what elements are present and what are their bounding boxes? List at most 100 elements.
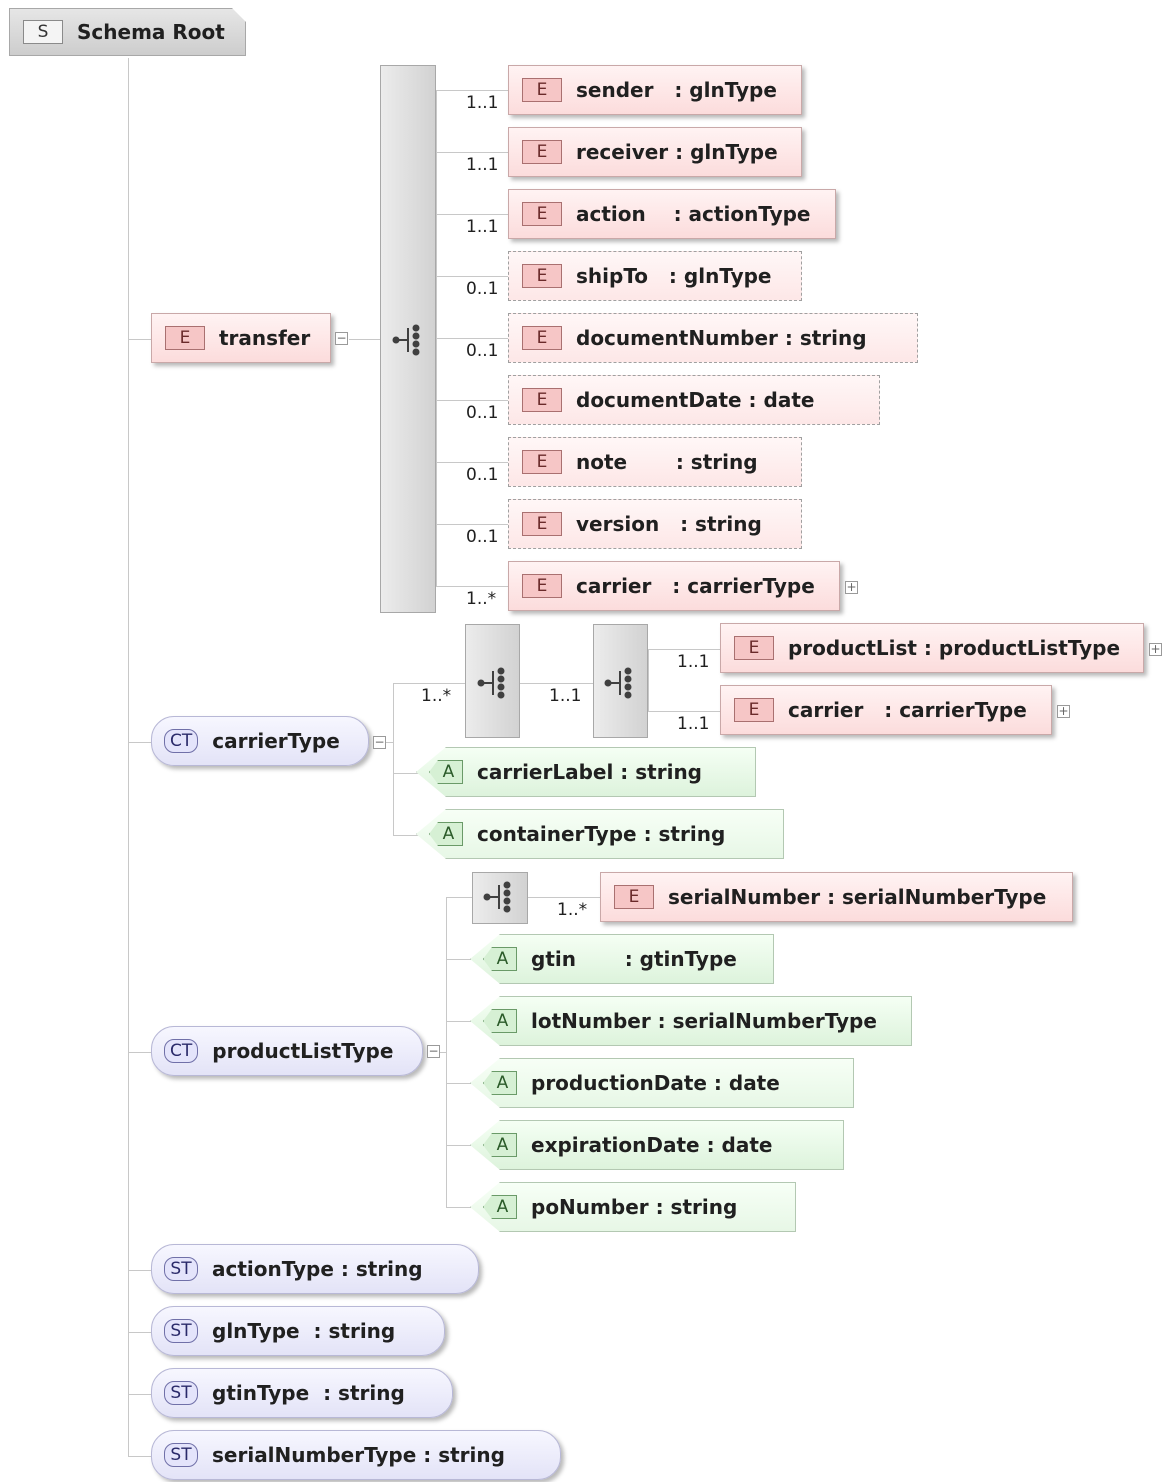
attribute-badge: A (483, 1195, 517, 1219)
connector-st-2 (128, 1332, 152, 1333)
sequence-icon (477, 667, 505, 699)
element-badge: E (734, 636, 774, 660)
simple-type-badge: ST (164, 1381, 198, 1405)
connector-ponumber (446, 1207, 472, 1208)
cardinality-label: 0..1 (466, 403, 499, 423)
cardinality-label: 1..1 (466, 155, 499, 175)
element-badge: E (522, 326, 562, 350)
connector-shipto (436, 276, 508, 277)
schema-root-label: Schema Root (77, 20, 225, 44)
connector-carriertype (128, 742, 152, 743)
carriertype-attr2-line (393, 835, 421, 836)
plt-seq-line (446, 897, 472, 898)
attribute-carrierlabel[interactable]: A carrierLabel : string (416, 747, 756, 797)
carriertype-stub-line (380, 742, 394, 743)
root-trunk-line (128, 58, 129, 1456)
cardinality-label: 1..1 (466, 93, 499, 113)
element-badge: E (522, 264, 562, 288)
attribute-productiondate-text: productionDate : date (531, 1071, 780, 1095)
complex-type-carriertype[interactable]: CT carrierType (151, 716, 369, 766)
expand-carrier-nested-toggle[interactable]: + (1057, 704, 1070, 718)
attribute-containertype[interactable]: A containerType : string (416, 809, 784, 859)
transfer-sequence-compositor[interactable] (380, 65, 436, 613)
connector-receiver (436, 152, 508, 153)
cardinality-label: 1..* (466, 589, 497, 609)
connector-transfer-seq (349, 339, 381, 340)
connector-note (436, 462, 508, 463)
attribute-badge: A (483, 1071, 517, 1095)
element-badge: E (522, 574, 562, 598)
cardinality-label: 0..1 (466, 465, 499, 485)
expand-productlist-toggle[interactable]: + (1149, 642, 1162, 656)
connector-action (436, 214, 508, 215)
connector-documentdate (436, 400, 508, 401)
element-carrier-nested-text: carrier : carrierType (788, 698, 1027, 722)
element-badge: E (522, 450, 562, 474)
simple-type-actiontype-text: actionType : string (212, 1257, 423, 1281)
connector-productiondate (446, 1083, 472, 1084)
carriertype-attr1-line (393, 773, 421, 774)
cardinality-label: 1..* (421, 686, 452, 706)
complex-type-carriertype-name: carrierType (212, 729, 340, 753)
collapse-transfer-toggle[interactable]: − (335, 331, 348, 345)
connector-expirationdate (446, 1145, 472, 1146)
cardinality-label: 1..1 (677, 714, 710, 734)
element-shipto-text: shipTo : glnType (576, 264, 772, 288)
complex-type-productlisttype[interactable]: CT productListType (151, 1026, 423, 1076)
element-serialnumber[interactable]: E serialNumber : serialNumberType (600, 872, 1073, 922)
simple-type-badge: ST (164, 1257, 198, 1281)
element-serialnumber-text: serialNumber : serialNumberType (668, 885, 1047, 909)
schema-root-node[interactable]: S Schema Root (9, 8, 246, 56)
attribute-badge: A (429, 822, 463, 846)
element-carrier-nested[interactable]: E carrier : carrierType (720, 685, 1052, 735)
simple-type-badge: ST (164, 1443, 198, 1467)
element-productlist[interactable]: E productList : productListType (720, 623, 1144, 673)
element-version-text: version : string (576, 512, 762, 536)
element-documentdate-text: documentDate : date (576, 388, 815, 412)
element-badge: E (522, 512, 562, 536)
attribute-badge: A (429, 760, 463, 784)
simple-type-actiontype[interactable]: ST actionType : string (151, 1244, 479, 1294)
collapse-productlisttype-toggle[interactable]: − (427, 1044, 440, 1058)
element-productlist-text: productList : productListType (788, 636, 1121, 660)
connector-sender (436, 90, 508, 91)
cardinality-label: 1..1 (466, 217, 499, 237)
sequence-icon (392, 324, 420, 356)
element-badge: E (614, 885, 654, 909)
element-receiver-text: receiver : glnType (576, 140, 778, 164)
element-badge: E (165, 326, 205, 350)
cardinality-label: 0..1 (466, 527, 499, 547)
element-transfer[interactable]: E transfer (151, 313, 331, 363)
plt-seq-to-el-line (528, 897, 600, 898)
attribute-badge: A (483, 1133, 517, 1157)
expand-carrier-toggle[interactable]: + (845, 580, 858, 594)
carriertype-to-choice-line (393, 683, 465, 684)
cardinality-label: 0..1 (466, 279, 499, 299)
cardinality-label: 1..* (557, 900, 588, 920)
choice-to-seq-line (520, 683, 594, 684)
connector-carrier (436, 586, 508, 587)
attribute-carrierlabel-text: carrierLabel : string (477, 760, 702, 784)
connector-gtin (446, 959, 472, 960)
element-badge: E (734, 698, 774, 722)
collapse-carriertype-toggle[interactable]: − (373, 735, 386, 749)
connector-st-4 (128, 1456, 152, 1457)
attribute-lotnumber-text: lotNumber : serialNumberType (531, 1009, 877, 1033)
